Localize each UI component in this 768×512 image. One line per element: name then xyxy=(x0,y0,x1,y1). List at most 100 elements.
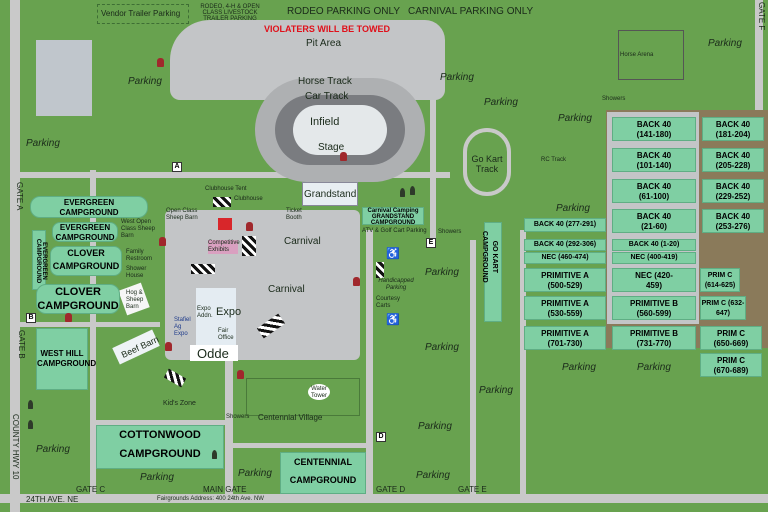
site-back40-101[interactable]: BACK 40 (101-140) xyxy=(612,148,696,172)
fire-hydrant-icon xyxy=(157,58,164,67)
tent[interactable] xyxy=(191,264,215,274)
tree-icon xyxy=(28,420,33,429)
centennial-village-label: Centennial Village xyxy=(258,413,323,422)
go-kart-track-label: Go Kart Track xyxy=(471,154,503,174)
site-prim-c-650[interactable]: PRIM C (650-669) xyxy=(700,326,762,350)
centennial-village-area xyxy=(246,378,360,416)
water-tower-icon xyxy=(308,384,330,400)
site-nec-460[interactable]: NEC (460-474) xyxy=(524,252,606,264)
site-back40-181[interactable]: BACK 40 (181-204) xyxy=(702,117,764,141)
fire-hydrant-icon xyxy=(159,237,166,246)
parking-label: Parking xyxy=(484,97,518,108)
livestock-lane xyxy=(20,322,160,327)
gate-d[interactable]: GATE D xyxy=(376,485,406,494)
gate-b[interactable]: GATE B xyxy=(17,330,26,359)
stage-label: Stage xyxy=(318,142,345,153)
parking-label: Parking xyxy=(128,76,162,87)
site-back40-21[interactable]: BACK 40 (21-60) xyxy=(612,209,696,233)
24th-ave-ne xyxy=(0,494,768,503)
parking-label: Parking xyxy=(238,468,272,479)
site-primitive-b-560[interactable]: PRIMITIVE B (560-599) xyxy=(612,296,696,320)
site-primitive-a-701[interactable]: PRIMITIVE A (701-730) xyxy=(524,326,606,350)
expo-building[interactable] xyxy=(196,288,236,348)
grandstand-building xyxy=(302,182,358,206)
parking-label: Parking xyxy=(562,362,596,373)
go-kart-track xyxy=(463,128,511,196)
parking-label: Parking xyxy=(26,138,60,149)
site-back40-1[interactable]: BACK 40 (1-20) xyxy=(612,239,696,251)
site-back40-292[interactable]: BACK 40 (292-306) xyxy=(524,239,606,251)
fire-hydrant-icon xyxy=(353,277,360,286)
handicapped-icon: ♿ xyxy=(386,248,400,260)
fire-hydrant-icon xyxy=(165,342,172,351)
evergreen-campground-2[interactable]: EVERGREEN CAMPGROUND xyxy=(52,222,118,242)
vendor-trailer-parking: Vendor Trailer Parking xyxy=(101,9,181,18)
gate-c[interactable]: GATE C xyxy=(76,485,106,494)
parking-label: Parking xyxy=(425,342,459,353)
main-gate-road xyxy=(225,360,233,496)
first-aid-icon xyxy=(218,218,232,230)
parking-label: Parking xyxy=(416,470,450,481)
parking-label: Parking xyxy=(140,472,174,483)
fire-hydrant-icon xyxy=(340,152,347,161)
evergreen-campground-vertical[interactable]: EVERGREEN CAMPGROUND xyxy=(32,230,47,290)
horse-arena-label: Horse Arena xyxy=(620,52,654,58)
fire-hydrant-icon xyxy=(237,370,244,379)
tent[interactable] xyxy=(242,236,256,256)
evergreen-campground[interactable]: EVERGREEN CAMPGROUND xyxy=(30,196,148,218)
go-kart-campground[interactable]: GO KART CAMPGROUND xyxy=(481,222,502,322)
hog-sheep-barn-label: Hog & Sheep Barn xyxy=(126,290,144,310)
tent[interactable] xyxy=(376,262,384,278)
marker-a: A xyxy=(172,162,182,172)
fair-office-label: Fair Office xyxy=(218,328,234,341)
west-road xyxy=(90,170,96,495)
odde-building[interactable] xyxy=(190,345,238,361)
tree-icon xyxy=(400,188,405,197)
site-prim-c-632[interactable]: PRIM C (632-647) xyxy=(700,296,746,320)
county-hwy-10 xyxy=(10,0,20,512)
parking-label: Parking xyxy=(556,203,590,214)
fire-hydrant-icon xyxy=(65,313,72,322)
site-back40-277[interactable]: BACK 40 (277-291) xyxy=(524,218,606,232)
site-prim-c-670[interactable]: PRIM C (670-689) xyxy=(700,353,762,377)
site-primitive-a-530[interactable]: PRIMITIVE A (530-559) xyxy=(524,296,606,320)
main-gate[interactable]: MAIN GATE xyxy=(203,485,247,494)
site-primitive-a-500[interactable]: PRIMITIVE A (500-529) xyxy=(524,268,606,292)
centennial-drive xyxy=(230,443,370,448)
west-open-class-sheep-barn-label: West Open Class Sheep Barn xyxy=(121,219,156,239)
shower-house-label: Shower House xyxy=(126,266,147,279)
clubhouse-tent[interactable] xyxy=(213,197,231,207)
site-back40-205[interactable]: BACK 40 (205-228) xyxy=(702,148,764,172)
parking-label: Parking xyxy=(425,267,459,278)
family-restroom-label: Family Restroom xyxy=(126,249,153,262)
grandstand-label: Grandstand xyxy=(304,189,357,200)
gate-e-road xyxy=(470,240,476,496)
site-prim-c-614[interactable]: PRIM C (614-625) xyxy=(700,268,740,292)
gate-f[interactable]: GATE F xyxy=(757,2,766,31)
tent[interactable] xyxy=(163,368,187,388)
site-nec-420[interactable]: NEC (420-459) xyxy=(612,268,696,292)
west-hill-campground[interactable]: WEST HILL CAMPGROUND xyxy=(36,328,96,390)
site-back40-61[interactable]: BACK 40 (61-100) xyxy=(612,179,696,203)
site-back40-253[interactable]: BACK 40 (253-276) xyxy=(702,209,764,233)
odde-label: Odde xyxy=(197,346,229,361)
arena-boulevard xyxy=(90,420,230,425)
site-back40-141[interactable]: BACK 40 (141-180) xyxy=(612,117,696,141)
vendor-parking-zone xyxy=(97,4,189,24)
marker-d: D xyxy=(376,432,386,442)
site-primitive-b-731[interactable]: PRIMITIVE B (731-770) xyxy=(612,326,696,350)
site-nec-400[interactable]: NEC (400-419) xyxy=(612,252,696,264)
expo-label: Expo xyxy=(216,306,242,318)
back40-road xyxy=(520,230,526,495)
site-back40-229[interactable]: BACK 40 (229-252) xyxy=(702,179,764,203)
gate-a[interactable]: GATE A xyxy=(15,182,24,211)
gate-e[interactable]: GATE E xyxy=(458,485,487,494)
county-hwy-10-label: COUNTY HWY 10 xyxy=(11,414,20,480)
handicapped-parking-label: Handicapped Parking xyxy=(378,278,414,291)
parking-label: Parking xyxy=(558,113,592,124)
